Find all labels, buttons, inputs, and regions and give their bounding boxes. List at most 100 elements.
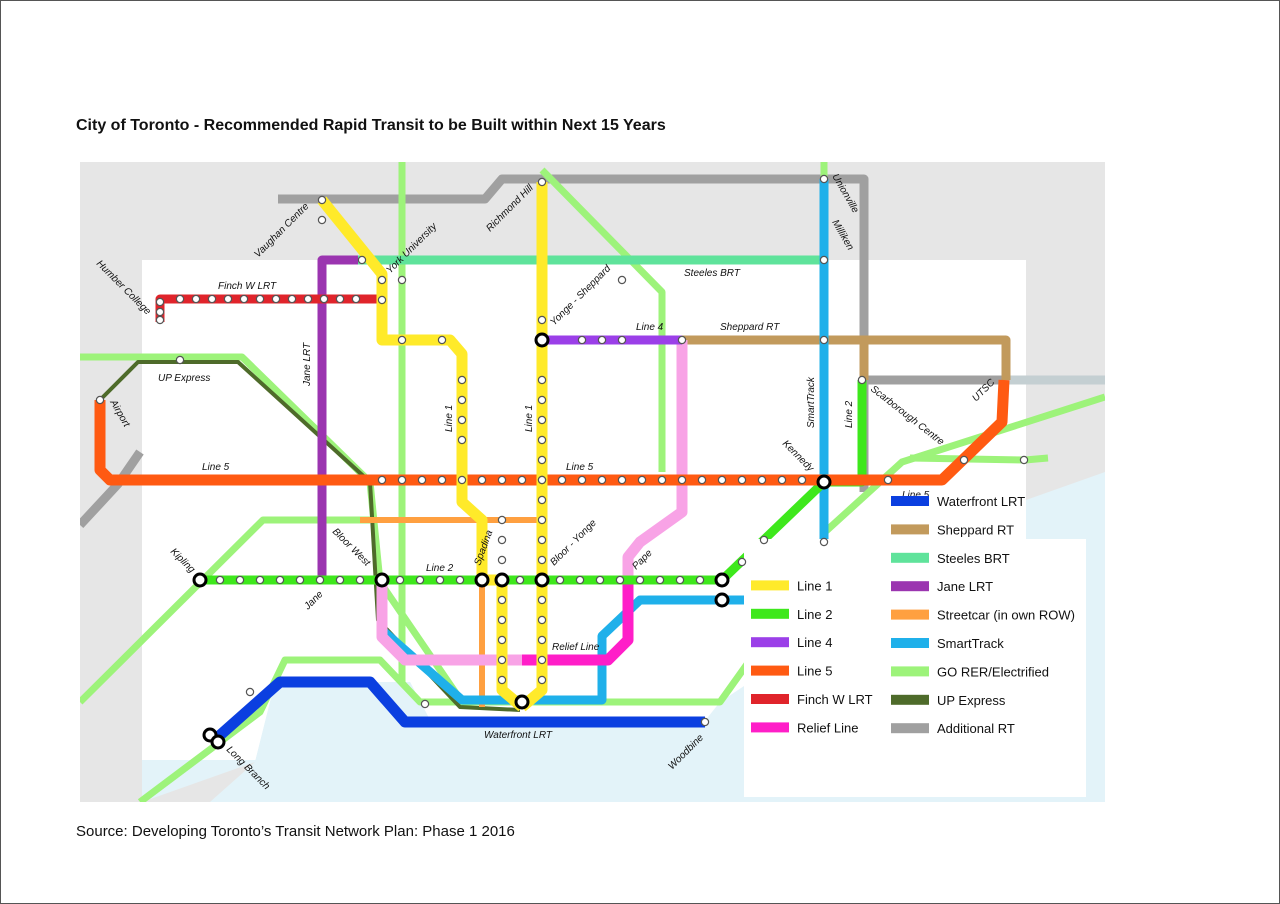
station-dot xyxy=(397,475,407,485)
station-line2-east-2 xyxy=(714,592,730,608)
station-dot xyxy=(477,475,487,485)
legend-swatch xyxy=(751,694,789,704)
label-line5-west: Line 5 xyxy=(202,462,230,473)
station-yonge-sheppard xyxy=(534,332,550,348)
station-dot xyxy=(737,475,747,485)
station-dot xyxy=(377,295,387,305)
station-dot xyxy=(235,575,245,585)
station-dot xyxy=(717,475,727,485)
station-dot xyxy=(1019,455,1029,465)
label-jane-lrt: Jane LRT xyxy=(302,342,313,387)
station-line2-east xyxy=(714,572,730,588)
station-dot xyxy=(319,294,329,304)
station-dot xyxy=(959,455,969,465)
station-dot xyxy=(437,335,447,345)
station-kennedy xyxy=(816,474,832,490)
station-dot xyxy=(215,575,225,585)
station-dot xyxy=(537,515,547,525)
station-dot xyxy=(377,275,387,285)
station-dot xyxy=(697,475,707,485)
label-line1-west: Line 1 xyxy=(444,405,455,432)
station-dot xyxy=(617,475,627,485)
station-dot xyxy=(617,335,627,345)
label-smarttrack: SmartTrack xyxy=(806,376,817,428)
relief-line-light xyxy=(622,340,688,580)
station-dot xyxy=(557,475,567,485)
go-lakeshore-west xyxy=(137,629,773,802)
legend-swatch xyxy=(891,552,929,563)
station-dot xyxy=(497,615,507,625)
label-steeles-brt: Steeles BRT xyxy=(684,268,741,279)
station-dot xyxy=(255,575,265,585)
station-dot xyxy=(155,307,165,317)
station-dot xyxy=(537,655,547,665)
legend-swatch xyxy=(891,638,929,648)
legend-swatch xyxy=(751,580,789,591)
station-dot xyxy=(857,375,867,385)
station-dot xyxy=(497,635,507,645)
label-line1-east: Line 1 xyxy=(524,405,535,432)
legend-label: Line 4 xyxy=(797,635,832,650)
station-dot xyxy=(537,415,547,425)
station-dot xyxy=(271,294,281,304)
station-dot xyxy=(295,575,305,585)
legend-swatch xyxy=(751,608,789,619)
station-dot xyxy=(155,315,165,325)
legend-label: Line 2 xyxy=(797,607,832,622)
legend-label: Sheppard RT xyxy=(937,522,1014,537)
station-dot xyxy=(287,294,297,304)
label-line5-east: Line 5 xyxy=(902,490,930,501)
station-dot xyxy=(351,294,361,304)
station-dot xyxy=(317,195,327,205)
station-dot xyxy=(537,635,547,645)
legend-swatch xyxy=(891,666,929,677)
station-dot xyxy=(335,294,345,304)
label-line2-east: Line 2 xyxy=(844,400,855,428)
legend-swatch xyxy=(751,665,789,676)
station-dot xyxy=(757,475,767,485)
label-line4: Line 4 xyxy=(636,322,664,333)
station-dot xyxy=(617,275,627,285)
label-line5-mid: Line 5 xyxy=(566,462,594,473)
station-dot xyxy=(497,535,507,545)
station-dot xyxy=(457,435,467,445)
station-dot xyxy=(515,575,525,585)
station-dot xyxy=(417,475,427,485)
station-dot xyxy=(335,575,345,585)
station-dot xyxy=(517,475,527,485)
legend-swatch xyxy=(891,694,929,705)
station-dot xyxy=(819,335,829,345)
station-dot xyxy=(537,475,547,485)
station-union xyxy=(514,694,530,710)
legend-label: Additional RT xyxy=(937,721,1015,736)
station-dot xyxy=(577,475,587,485)
station-dot xyxy=(537,555,547,565)
station-dot xyxy=(395,575,405,585)
station-dot xyxy=(207,294,217,304)
station-dot xyxy=(155,297,165,307)
station-dot xyxy=(577,335,587,345)
legend-label: SmartTrack xyxy=(937,636,1004,651)
station-dot xyxy=(315,575,325,585)
station-dot xyxy=(537,535,547,545)
station-dot xyxy=(797,475,807,485)
legend-label: UP Express xyxy=(937,693,1006,708)
station-dot xyxy=(303,294,313,304)
label-relief-line: Relief Line xyxy=(552,642,600,653)
station-dot xyxy=(497,515,507,525)
station-dot xyxy=(677,335,687,345)
station-dot xyxy=(677,475,687,485)
station-dot xyxy=(537,595,547,605)
station-dot xyxy=(819,537,829,547)
waterfront-lrt-line xyxy=(214,676,705,742)
legend-label: Finch W LRT xyxy=(797,692,873,707)
station-dot xyxy=(497,555,507,565)
station-dot xyxy=(883,475,893,485)
relief-line-main xyxy=(522,580,634,666)
station-dot xyxy=(239,294,249,304)
station-spadina-2 xyxy=(494,572,510,588)
legend-label: Line 5 xyxy=(797,664,832,679)
station-dot xyxy=(737,557,747,567)
station-dot xyxy=(497,595,507,605)
station-dot xyxy=(435,575,445,585)
